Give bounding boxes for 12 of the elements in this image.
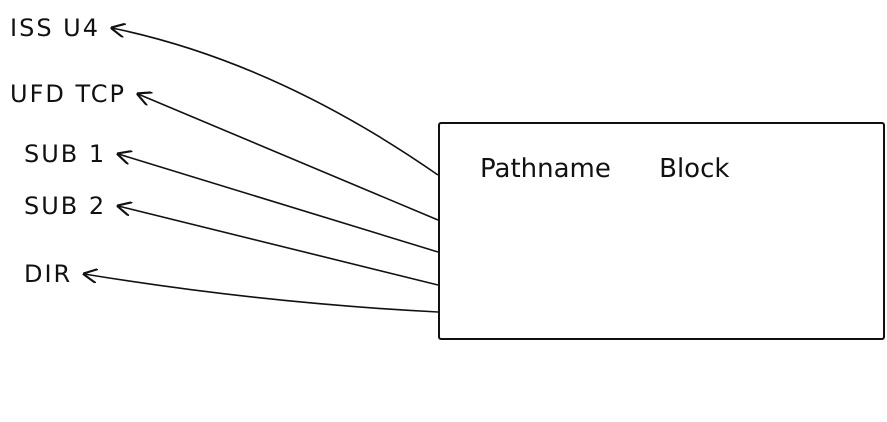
arrow bbox=[110, 22, 438, 176]
arrow bbox=[116, 150, 438, 253]
arrow bbox=[116, 201, 438, 286]
node-label: ISS U4 bbox=[8, 12, 112, 44]
process-box bbox=[438, 122, 885, 340]
arrow bbox=[136, 91, 438, 221]
node-label: SUB 2 bbox=[22, 190, 118, 222]
box-title: Pathname Block bbox=[480, 154, 730, 184]
node-label: DIR bbox=[22, 258, 84, 290]
node-label: SUB 1 bbox=[22, 138, 118, 170]
node-label: UFD TCP bbox=[8, 78, 138, 110]
arrow bbox=[82, 268, 438, 313]
